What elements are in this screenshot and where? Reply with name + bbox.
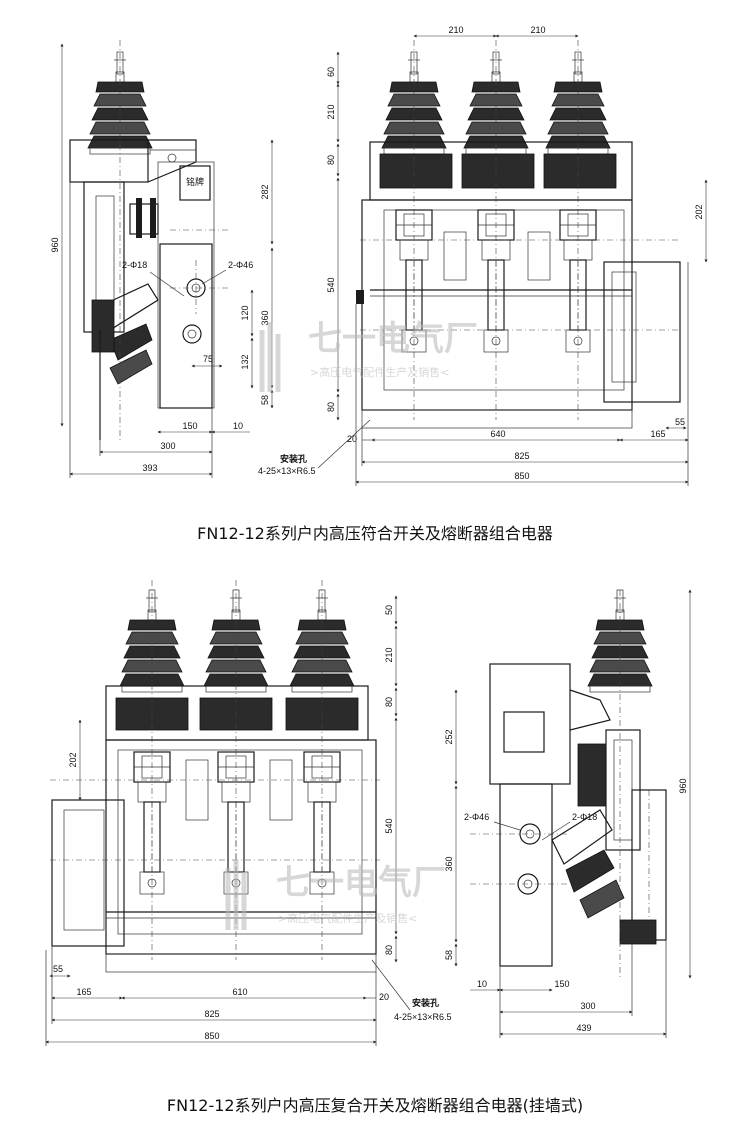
dim-b-850: 850 bbox=[204, 1031, 219, 1041]
dim-b-825: 825 bbox=[204, 1009, 219, 1019]
bottom-side-view: 252 360 58 960 10 150 300 439 2-Φ46 2-Φ1… bbox=[444, 589, 692, 1038]
dim-150: 150 bbox=[182, 421, 197, 431]
hole-d18-label-bottom: 2-Φ18 bbox=[572, 812, 597, 822]
dim-bs-360: 360 bbox=[444, 856, 454, 871]
dim-165: 165 bbox=[650, 429, 665, 439]
dim-b-165: 165 bbox=[76, 987, 91, 997]
nameplate-label-top: 铭牌 bbox=[186, 176, 204, 187]
dim-640: 640 bbox=[490, 429, 505, 439]
bottom-front-view: 50 210 80 540 80 202 55 165 610 20 825 8… bbox=[45, 580, 452, 1046]
dim-825: 825 bbox=[514, 451, 529, 461]
dim-bs-960: 960 bbox=[678, 778, 688, 793]
watermark-slogan-top: >高压电气配件生产及销售< bbox=[310, 365, 449, 379]
watermark-name-bottom: 七一电气厂 bbox=[276, 863, 446, 903]
mount-hole-spec-top: 4-25×13×R6.5 bbox=[258, 466, 316, 476]
mount-hole-spec-bottom: 4-25×13×R6.5 bbox=[394, 1012, 452, 1022]
dim-top-side-960: 960 bbox=[50, 237, 60, 252]
watermark-name-top: 七一电气厂 bbox=[308, 319, 478, 359]
dim-b-210: 210 bbox=[384, 647, 394, 662]
dim-b-80-b: 80 bbox=[384, 945, 394, 955]
dim-b-55: 55 bbox=[53, 964, 63, 974]
dim-60: 60 bbox=[326, 67, 336, 77]
dim-bs-439: 439 bbox=[576, 1023, 591, 1033]
dim-282: 282 bbox=[260, 184, 270, 199]
dim-210-a: 210 bbox=[448, 25, 463, 35]
dim-bs-300: 300 bbox=[580, 1001, 595, 1011]
dim-300: 300 bbox=[160, 441, 175, 451]
dim-b-50: 50 bbox=[384, 605, 394, 615]
dim-10: 10 bbox=[233, 421, 243, 431]
dim-393: 393 bbox=[142, 463, 157, 473]
dim-120: 120 bbox=[240, 305, 250, 320]
hole-d46-label-top: 2-Φ46 bbox=[228, 260, 253, 270]
hole-d18-label-top: 2-Φ18 bbox=[122, 260, 147, 270]
dim-bs-10: 10 bbox=[477, 979, 487, 989]
dim-b-20: 20 bbox=[379, 992, 389, 1002]
dim-202: 202 bbox=[694, 204, 704, 219]
mount-hole-title-top: 安装孔 bbox=[280, 453, 307, 464]
dim-210-b: 210 bbox=[530, 25, 545, 35]
dim-b-610: 610 bbox=[232, 987, 247, 997]
dim-210-v: 210 bbox=[326, 104, 336, 119]
watermark-top: 七一电气厂 >高压电气配件生产及销售< bbox=[259, 319, 478, 392]
top-side-view: 960 282 360 58 120 132 75 150 10 300 393… bbox=[50, 40, 274, 478]
watermark-bottom: 七一电气厂 >高压电气配件生产及销售< bbox=[225, 860, 446, 930]
dim-b-202: 202 bbox=[68, 752, 78, 767]
hole-d46-label-bottom: 2-Φ46 bbox=[464, 812, 489, 822]
dim-b-80-a: 80 bbox=[384, 697, 394, 707]
dim-850: 850 bbox=[514, 471, 529, 481]
dim-55: 55 bbox=[675, 417, 685, 427]
mount-hole-title-bottom: 安装孔 bbox=[412, 997, 439, 1008]
caption-bottom: FN12-12系列户内高压复合开关及熔断器组合电器(挂墙式) bbox=[166, 1096, 584, 1115]
dim-b-540: 540 bbox=[384, 818, 394, 833]
dim-58: 58 bbox=[260, 395, 270, 405]
caption-top: FN12-12系列户内高压符合开关及熔断器组合电器 bbox=[197, 524, 553, 543]
dim-80-a: 80 bbox=[326, 155, 336, 165]
dim-20: 20 bbox=[347, 434, 357, 444]
dim-360: 360 bbox=[260, 310, 270, 325]
watermark-slogan-bottom: >高压电气配件生产及销售< bbox=[278, 911, 417, 925]
top-front-view: 210 210 60 210 80 540 80 202 55 20 640 1… bbox=[258, 25, 708, 486]
dim-132: 132 bbox=[240, 354, 250, 369]
dim-75: 75 bbox=[203, 354, 213, 364]
dim-540: 540 bbox=[326, 277, 336, 292]
dim-bs-58: 58 bbox=[444, 950, 454, 960]
dim-80-b: 80 bbox=[326, 402, 336, 412]
dim-bs-150: 150 bbox=[554, 979, 569, 989]
dim-bs-252: 252 bbox=[444, 729, 454, 744]
